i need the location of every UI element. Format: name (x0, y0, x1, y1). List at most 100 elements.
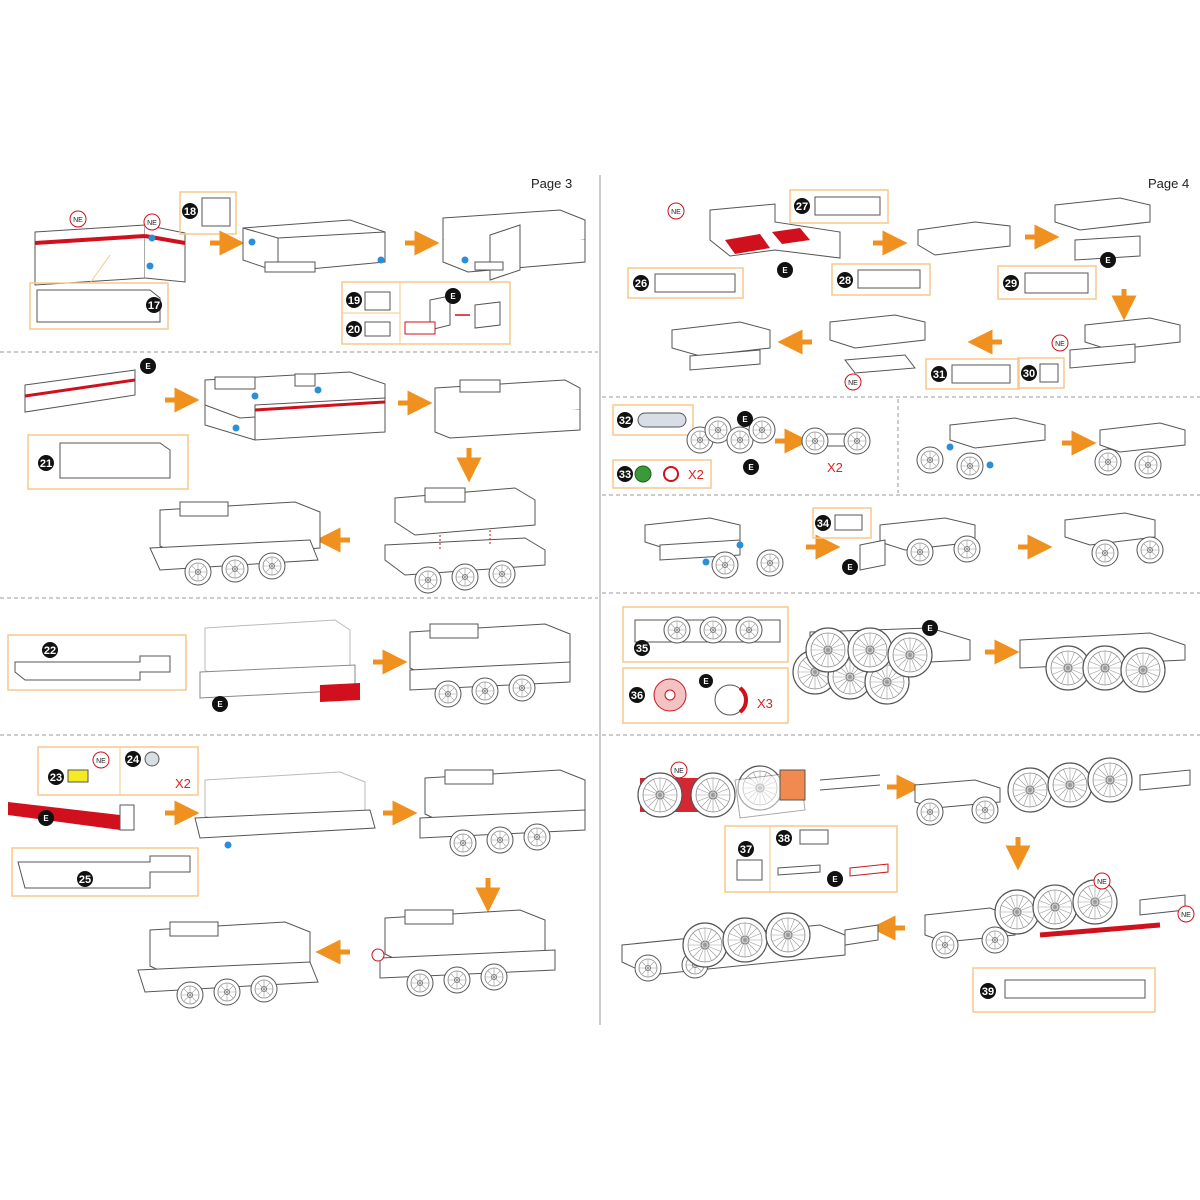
ne-marker: NE (1093, 872, 1111, 890)
step-19-badge: 19 (346, 292, 362, 308)
svg-text:27: 27 (796, 201, 808, 213)
svg-text:E: E (703, 677, 709, 686)
svg-text:35: 35 (636, 643, 648, 655)
chassis-assembled-step (914, 757, 1191, 826)
svg-text:32: 32 (619, 415, 631, 427)
step-31-frame (925, 358, 1020, 390)
frame-trailing-truck (644, 517, 784, 579)
svg-text:NE: NE (147, 220, 157, 227)
ne-marker: NE (1177, 905, 1195, 923)
step-31-badge: 31 (931, 366, 947, 382)
tender-on-chassis (384, 487, 546, 594)
step-26-frame (627, 267, 744, 299)
svg-text:21: 21 (40, 458, 52, 470)
svg-text:E: E (217, 700, 223, 709)
svg-text:19: 19 (348, 295, 360, 307)
step-18-badge: 18 (182, 203, 198, 219)
front-buffer-beam: E (8, 802, 135, 831)
step-32-badge: 32 (617, 412, 633, 428)
tender-body-side (204, 371, 386, 441)
svg-text:E: E (742, 415, 748, 424)
frame-with-pony-truck-done (1094, 422, 1186, 479)
ne-marker: NE (670, 761, 688, 779)
tender-assembled-row2 (149, 501, 321, 586)
svg-text:34: 34 (817, 518, 830, 530)
tender-side-panel-assembly (34, 224, 186, 286)
svg-text:36: 36 (631, 690, 643, 702)
svg-text:31: 31 (933, 369, 945, 381)
section-dividers (0, 175, 1200, 1025)
step-28-badge: 28 (837, 272, 853, 288)
svg-text:NE: NE (1181, 912, 1191, 919)
tender-body-closed (434, 379, 581, 439)
yellow-part (67, 769, 89, 783)
step-37-38-frame (724, 825, 898, 893)
step-25-badge: 25 (77, 871, 93, 887)
tender-box-body (242, 219, 386, 273)
step-20-badge: 20 (346, 321, 362, 337)
step-25-frame (11, 847, 199, 897)
step-26-badge: 26 (633, 275, 649, 291)
loco-frame-step4 (1069, 317, 1181, 369)
loco-frame-step2 (917, 221, 1011, 256)
svg-text:E: E (832, 875, 838, 884)
step-33-frame (612, 459, 712, 489)
driving-wheels-explode: E (792, 620, 971, 705)
step-23-badge: 23 (48, 769, 64, 785)
svg-text:E: E (847, 563, 853, 572)
multiplier-x2: X2 (688, 467, 704, 482)
step-39-frame (972, 967, 1156, 1013)
frame-trailing-done (1064, 512, 1164, 567)
step-29-badge: 29 (1003, 275, 1019, 291)
tender-top-panel: E (24, 358, 156, 413)
svg-text:E: E (43, 814, 49, 823)
step-37-badge: 37 (738, 841, 754, 857)
loco-frame-step5 (829, 314, 926, 374)
ne-marker: NE (844, 373, 862, 391)
svg-text:37: 37 (740, 844, 752, 856)
svg-text:NE: NE (1097, 879, 1107, 886)
e-marker: E (445, 288, 461, 304)
step-22-frame (7, 634, 187, 691)
svg-text:25: 25 (79, 874, 91, 886)
step-22-badge: 22 (42, 642, 58, 658)
ne-marker: NE (1051, 334, 1069, 352)
step-34-badge: 34 (815, 515, 831, 531)
svg-text:E: E (782, 266, 788, 275)
step-36-frame (622, 667, 789, 724)
svg-text:E: E (1105, 256, 1111, 265)
ne-marker: NE (92, 751, 110, 769)
step-27-badge: 27 (794, 198, 810, 214)
svg-text:NE: NE (848, 380, 858, 387)
page-4-label: Page 4 (1148, 176, 1190, 191)
step-27-frame (789, 189, 889, 224)
step-34-frame (812, 507, 872, 539)
ne-marker: NE (667, 202, 685, 220)
svg-text:NE: NE (674, 768, 684, 775)
step-23-24-frame (37, 746, 199, 796)
step-32-frame (612, 404, 694, 436)
svg-text:NE: NE (1055, 341, 1065, 348)
svg-text:E: E (450, 292, 456, 301)
loco-frame-step3: E (1054, 197, 1151, 268)
step-29-frame (997, 265, 1097, 300)
step-35-frame (622, 606, 789, 663)
driving-wheels-done (1019, 632, 1186, 693)
svg-text:24: 24 (127, 754, 140, 766)
step-38-badge: 38 (776, 830, 792, 846)
multiplier-x2: X2 (827, 460, 843, 475)
page-3-label: Page 3 (531, 176, 573, 191)
step-24-badge: 24 (125, 751, 141, 767)
svg-text:NE: NE (73, 217, 83, 224)
chassis-with-rods (924, 879, 1186, 959)
svg-text:39: 39 (982, 986, 994, 998)
locomotive-chassis-final (621, 912, 879, 982)
svg-text:26: 26 (635, 278, 647, 290)
svg-text:20: 20 (348, 324, 360, 336)
loco-frame-step6 (671, 321, 771, 371)
step-30-frame (1017, 357, 1065, 389)
step-28-frame (831, 263, 931, 296)
step-21-badge: 21 (38, 455, 54, 471)
step-18-frame (179, 191, 237, 235)
